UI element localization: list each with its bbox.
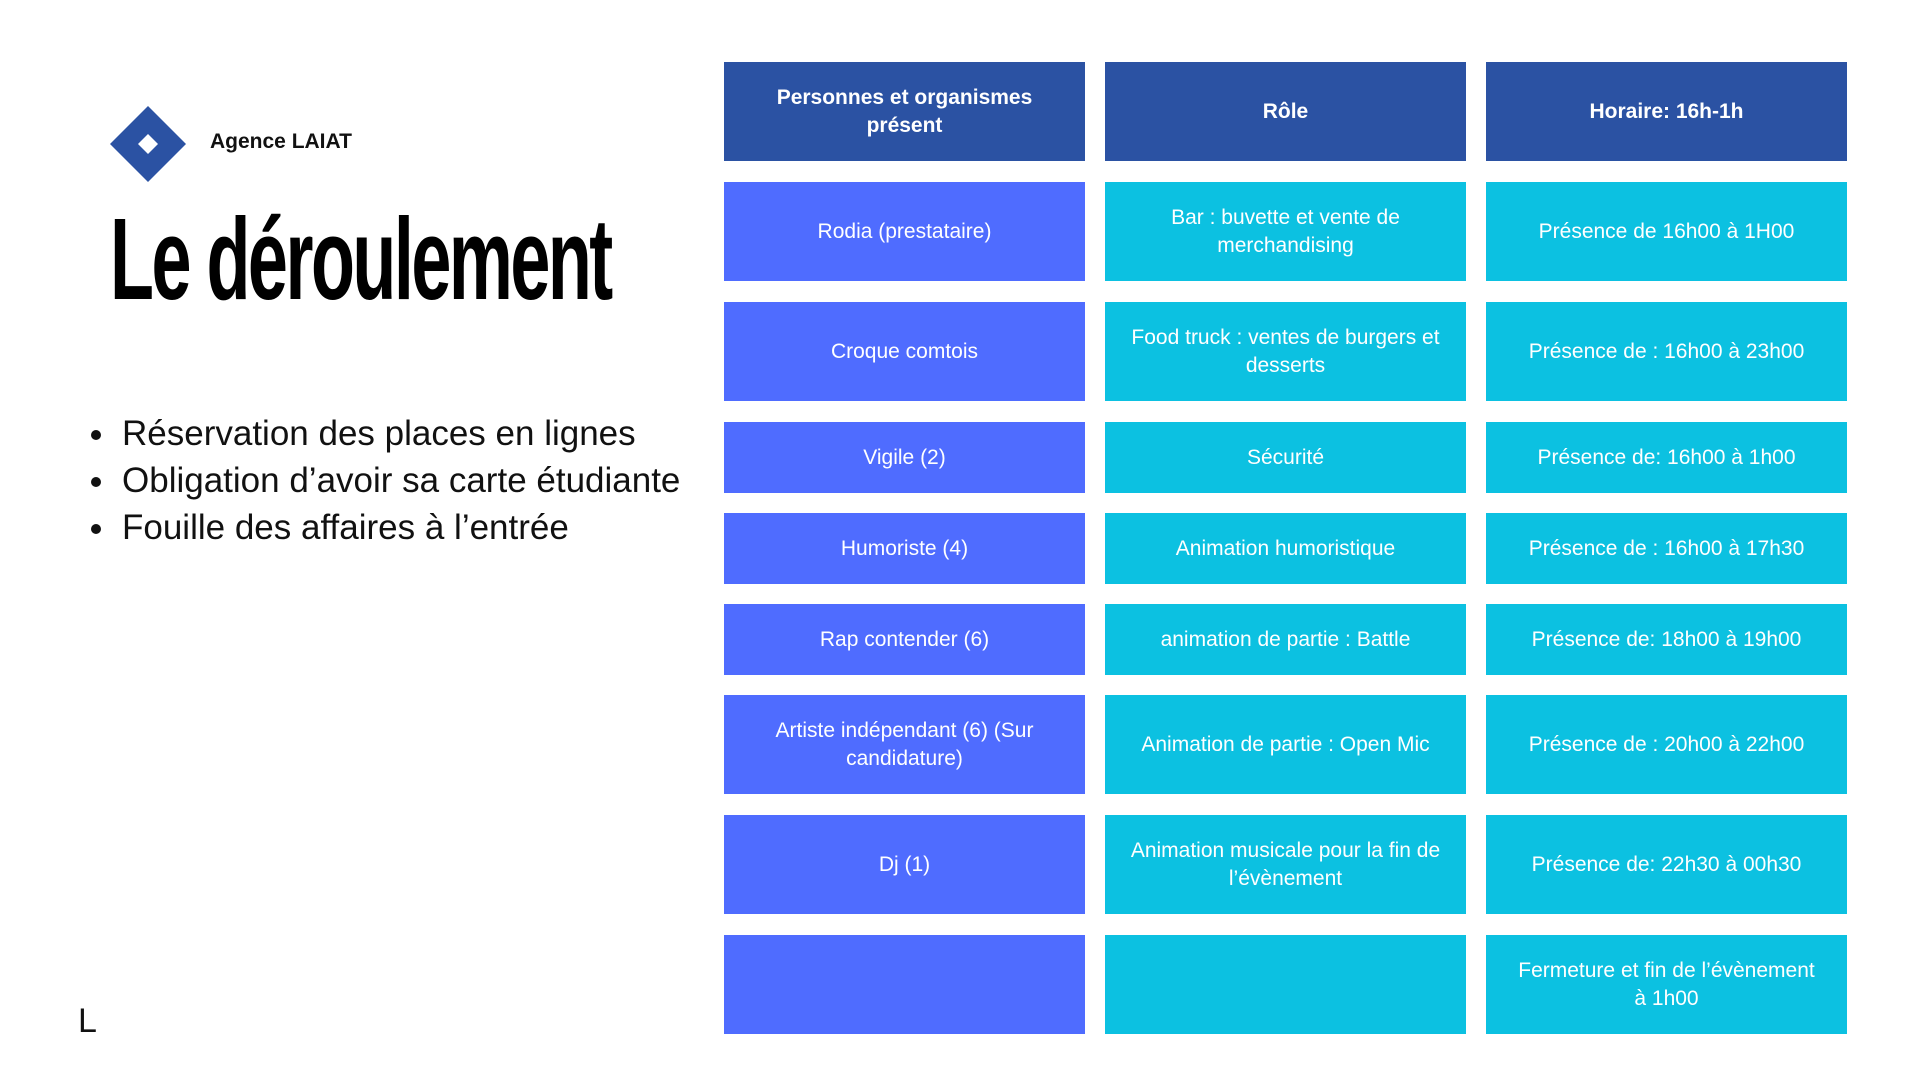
table-cell-schedule: Présence de: 16h00 à 1h00 [1486,422,1847,493]
table-cell-schedule: Présence de: 22h30 à 00h30 [1486,815,1847,914]
bullet-item: Obligation d’avoir sa carte étudiante [118,457,680,504]
table-cell-role: Sécurité [1105,422,1466,493]
table-cell-role: Animation musicale pour la fin de l’évèn… [1105,815,1466,914]
table-cell-person: Vigile (2) [724,422,1085,493]
table-cell-person: Rodia (prestataire) [724,182,1085,281]
bullet-item: Réservation des places en lignes [118,410,680,457]
table-cell-person: Artiste indépendant (6) (Sur candidature… [724,695,1085,794]
table-cell-schedule: Présence de : 16h00 à 17h30 [1486,513,1847,584]
table-cell-role: Animation humoristique [1105,513,1466,584]
bullet-item: Fouille des affaires à l’entrée [118,504,680,551]
table-cell-person: Dj (1) [724,815,1085,914]
brand-name: Agence LAIAT [210,130,352,153]
page-title: Le déroulement [110,194,613,324]
diamond-logo-icon [110,106,186,182]
table-cell-person [724,935,1085,1034]
table-header-schedule: Horaire: 16h-1h [1486,62,1847,161]
table-cell-schedule: Fermeture et fin de l’évènement à 1h00 [1486,935,1847,1034]
table-cell-person: Croque comtois [724,302,1085,401]
footer-letter: L [78,1002,97,1040]
table-cell-role: Bar : buvette et vente de merchandising [1105,182,1466,281]
schedule-table: Personnes et organismes présent Rôle Hor… [724,62,1847,1034]
table-cell-role [1105,935,1466,1034]
table-header-persons: Personnes et organismes présent [724,62,1085,161]
table-cell-schedule: Présence de : 20h00 à 22h00 [1486,695,1847,794]
table-cell-person: Humoriste (4) [724,513,1085,584]
table-cell-schedule: Présence de: 18h00 à 19h00 [1486,604,1847,675]
table-cell-role: Animation de partie : Open Mic [1105,695,1466,794]
table-cell-person: Rap contender (6) [724,604,1085,675]
bullet-list: Réservation des places en lignes Obligat… [78,410,680,551]
table-cell-role: animation de partie : Battle [1105,604,1466,675]
table-header-role: Rôle [1105,62,1466,161]
table-cell-schedule: Présence de 16h00 à 1H00 [1486,182,1847,281]
table-cell-role: Food truck : ventes de burgers et desser… [1105,302,1466,401]
table-cell-schedule: Présence de : 16h00 à 23h00 [1486,302,1847,401]
